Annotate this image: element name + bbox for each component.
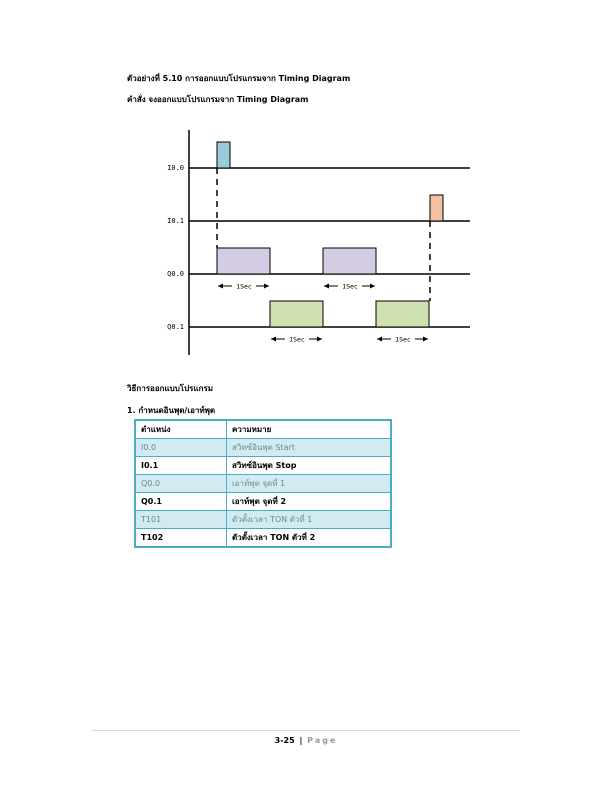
duration-arrow-1: 1Sec (218, 283, 269, 291)
pulse-q00-1 (216, 247, 271, 275)
cell-address: T102 (134, 528, 227, 548)
signal-label-i00: I0.0 (167, 164, 184, 172)
duration-label: 1Sec (395, 336, 411, 344)
cell-address: Q0.1 (134, 492, 227, 511)
table-row: Q0.0 เอาท์พุต จุดที่ 1 (134, 474, 392, 493)
table-row: I0.0 สวิทซ์อินพุต Start (134, 438, 392, 457)
pulse-i01 (429, 194, 444, 222)
duration-label: 1Sec (289, 336, 305, 344)
cell-meaning: เอาท์พุต จุดที่ 1 (226, 474, 392, 493)
duration-label: 1Sec (342, 283, 358, 291)
cell-meaning: เอาท์พุต จุดที่ 2 (226, 492, 392, 511)
header-address: ตำแหน่ง (134, 419, 227, 439)
duration-label: 1Sec (236, 283, 252, 291)
signal-label-i01: I0.1 (167, 217, 184, 225)
footer-divider (92, 730, 520, 731)
footer-separator: | (299, 736, 303, 745)
table-row: T101 ตัวตั้งเวลา TON ตัวที่ 1 (134, 510, 392, 529)
pulse-q01-1 (269, 300, 324, 328)
page-word: Page (307, 736, 338, 745)
duration-arrow-2: 1Sec (324, 283, 375, 291)
pulse-i00 (216, 141, 231, 169)
signal-label-q01: Q0.1 (167, 323, 184, 331)
duration-arrow-4: 1Sec (377, 336, 428, 344)
pulse-q00-2 (322, 247, 377, 275)
pulse-q01-2 (375, 300, 430, 328)
cell-address: T101 (134, 510, 227, 529)
table-row: Q0.1 เอาท์พุต จุดที่ 2 (134, 492, 392, 511)
cell-address: Q0.0 (134, 474, 227, 493)
duration-arrow-3: 1Sec (271, 336, 322, 344)
signal-label-q00: Q0.0 (167, 270, 184, 278)
cell-meaning: สวิทซ์อินพุต Start (226, 438, 392, 457)
example-title: ตัวอย่างที่ 5.10 การออกแบบโปรแกรมจาก Tim… (127, 74, 351, 83)
cell-meaning: ตัวตั้งเวลา TON ตัวที่ 2 (226, 528, 392, 548)
page-number: 3-25 (274, 736, 295, 745)
cell-meaning: สวิทซ์อินพุต Stop (226, 456, 392, 475)
io-assignment-table: ตำแหน่ง ความหมาย I0.0 สวิทซ์อินพุต Start… (134, 419, 392, 548)
cell-meaning: ตัวตั้งเวลา TON ตัวที่ 1 (226, 510, 392, 529)
cell-address: I0.1 (134, 456, 227, 475)
table-row: T102 ตัวตั้งเวลา TON ตัวที่ 2 (134, 528, 392, 548)
header-meaning: ความหมาย (226, 419, 392, 439)
step-1-heading: 1. กำหนดอินพุต/เอาท์พุต (127, 406, 216, 415)
cell-address: I0.0 (134, 438, 227, 457)
timing-diagram: I0.0 I0.1 Q0.0 Q0.1 1Sec 1Sec 1Sec (167, 130, 470, 355)
instruction-text: คำสั่ง จงออกแบบโปรแกรมจาก Timing Diagram (127, 95, 309, 104)
method-heading: วิธีการออกแบบโปรแกรม (127, 384, 214, 393)
page-footer: 3-25 | Page (0, 736, 612, 745)
table-header-row: ตำแหน่ง ความหมาย (134, 419, 392, 439)
table-row: I0.1 สวิทซ์อินพุต Stop (134, 456, 392, 475)
